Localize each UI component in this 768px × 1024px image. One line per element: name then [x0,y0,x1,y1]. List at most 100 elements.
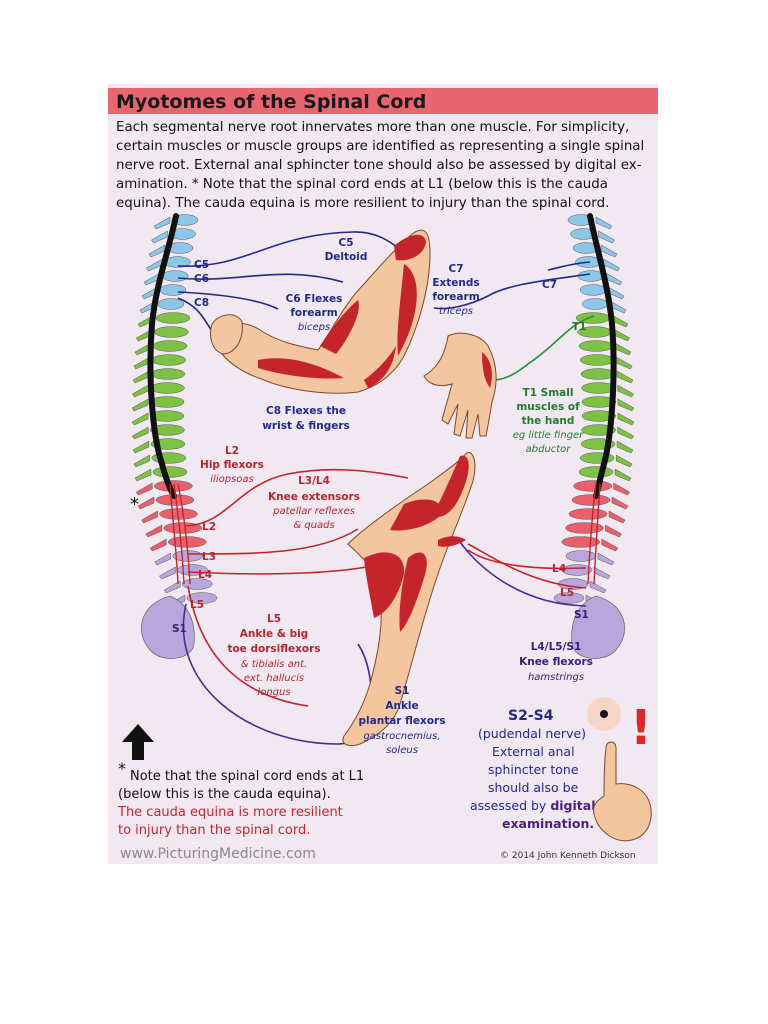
vertebra-process [617,398,635,412]
c6-label-2: forearm [290,307,337,319]
s2-s4-line-1: (pudendal nerve) [478,726,586,741]
l34-label: L3/L4 [298,475,330,487]
hand-skin [423,332,497,439]
vertebra [152,340,188,352]
leg-illustration [342,452,476,747]
s2-s4-title: S2-S4 [508,708,554,724]
intro-line: equina). The cauda equina is more resili… [116,196,610,211]
level-label-t1: T1 [572,321,586,333]
vertebra [161,270,189,282]
t1-label-2: muscles of [516,401,580,413]
quadriceps-muscle [434,455,469,517]
vertebra [157,298,185,310]
l5-muscle-label: & tibialis ant. [241,659,307,670]
vertebra [579,284,607,296]
vertebra-process [149,538,167,552]
deltoid-muscle [394,234,426,261]
s2-s4-line-5: assessed by digital [470,798,595,813]
hypothenar-muscle [482,352,492,388]
vertebra-process [132,440,150,454]
vertebra-process [600,244,618,258]
vertebra [578,340,614,352]
l34-muscle-label: patellar reflexes [272,506,355,517]
s2-s4-line-4: should also be [488,780,579,795]
vertebra [571,494,611,506]
vertebra [578,466,614,478]
level-label-c7: C7 [542,279,557,291]
t1-label-3: the hand [522,415,575,427]
finger-hand-icon [593,741,652,842]
l2-label: L2 [225,445,239,457]
l5-label-3: toe dorsiflexors [227,643,320,655]
sacrum [141,595,195,659]
level-label-l5: L5 [190,599,204,611]
vertebra-process [614,342,632,356]
level-label-c6: C6 [194,273,209,285]
vertebra-process [613,328,631,342]
sacrum [571,595,625,659]
vertebra-process [595,216,613,230]
vertebra-process [145,524,163,538]
s1-label-3: plantar flexors [359,715,446,727]
vertebra-process [616,370,634,384]
level-label-c5: C5 [194,259,209,271]
vertebra-process [131,426,149,440]
vertebra [150,382,185,394]
anus-icon-center [600,710,608,718]
footnote-star: * [118,759,126,778]
level-label-right-l4: L4 [552,563,566,575]
knee-flexor-muscle-label: hamstrings [528,672,584,683]
s1-nerve-right [457,538,587,607]
c6-muscle-label: biceps [298,322,330,333]
vertebra [581,396,617,408]
l2-muscle-label: iliopsoas [210,474,253,485]
footnote-red-line-2: to injury than the spinal cord. [118,823,310,838]
vertebra-process [601,538,619,552]
vertebra-process [159,566,176,580]
s2-s4-panel: S2-S4 (pudendal nerve) External anal sph… [470,697,652,842]
myotome-sheet: Myotomes of the Spinal Cord Each segment… [108,84,658,864]
c7-nerve-2 [547,261,591,271]
vertebra-process [605,524,622,538]
vertebra-process [141,510,158,524]
l4-nerve-right [467,549,587,570]
c5-nerve [177,231,405,267]
vertebra [577,270,605,282]
vertebra-process [603,258,620,272]
l5-muscle-label-3: longus [257,687,290,698]
vertebra-process [154,552,172,566]
c7-muscle-label: triceps [439,306,473,317]
l5-label-2: Ankle & big [240,628,308,640]
intro-line: certain muscles or muscle groups are ide… [116,139,645,154]
s1-label-2: Ankle [385,700,418,712]
l2-label-2: Hip flexors [200,459,264,471]
hamstring-muscle [390,499,442,531]
vertebra [155,312,191,324]
vertebra-process [598,230,615,244]
footnote-red-line-1: The cauda equina is more resilient [117,805,343,820]
vertebra-process [151,230,168,244]
vertebra [553,592,585,604]
intro-paragraph: Each segmental nerve root innervates mor… [116,118,654,213]
myotome-diagram: * [117,213,652,862]
c7-nerve [433,273,591,310]
footnote: * Note that the spinal cord ends at L1 (… [117,759,364,838]
nerve-paths [177,231,595,745]
vertebra-process [133,454,151,468]
c7-label-2: Extends [432,277,479,289]
vertebra-process [137,496,155,510]
vertebra-process [617,384,635,398]
vertebra-process [134,468,152,482]
vertebra-process [593,566,611,580]
forearm-extensor-muscle [364,346,396,388]
vertebra [579,354,615,366]
right-cauda-equina [587,483,601,585]
l5-nerve-right [467,543,587,589]
tibialis-muscle [399,552,427,632]
right-level-labels: C7 T1 L4 L5 S1 [542,279,589,621]
t1-nerve [491,315,595,381]
vertebra-process [131,412,149,426]
vertebra [565,522,604,534]
vertebra-process [131,398,149,412]
exclamation-icon: ! [630,700,652,756]
